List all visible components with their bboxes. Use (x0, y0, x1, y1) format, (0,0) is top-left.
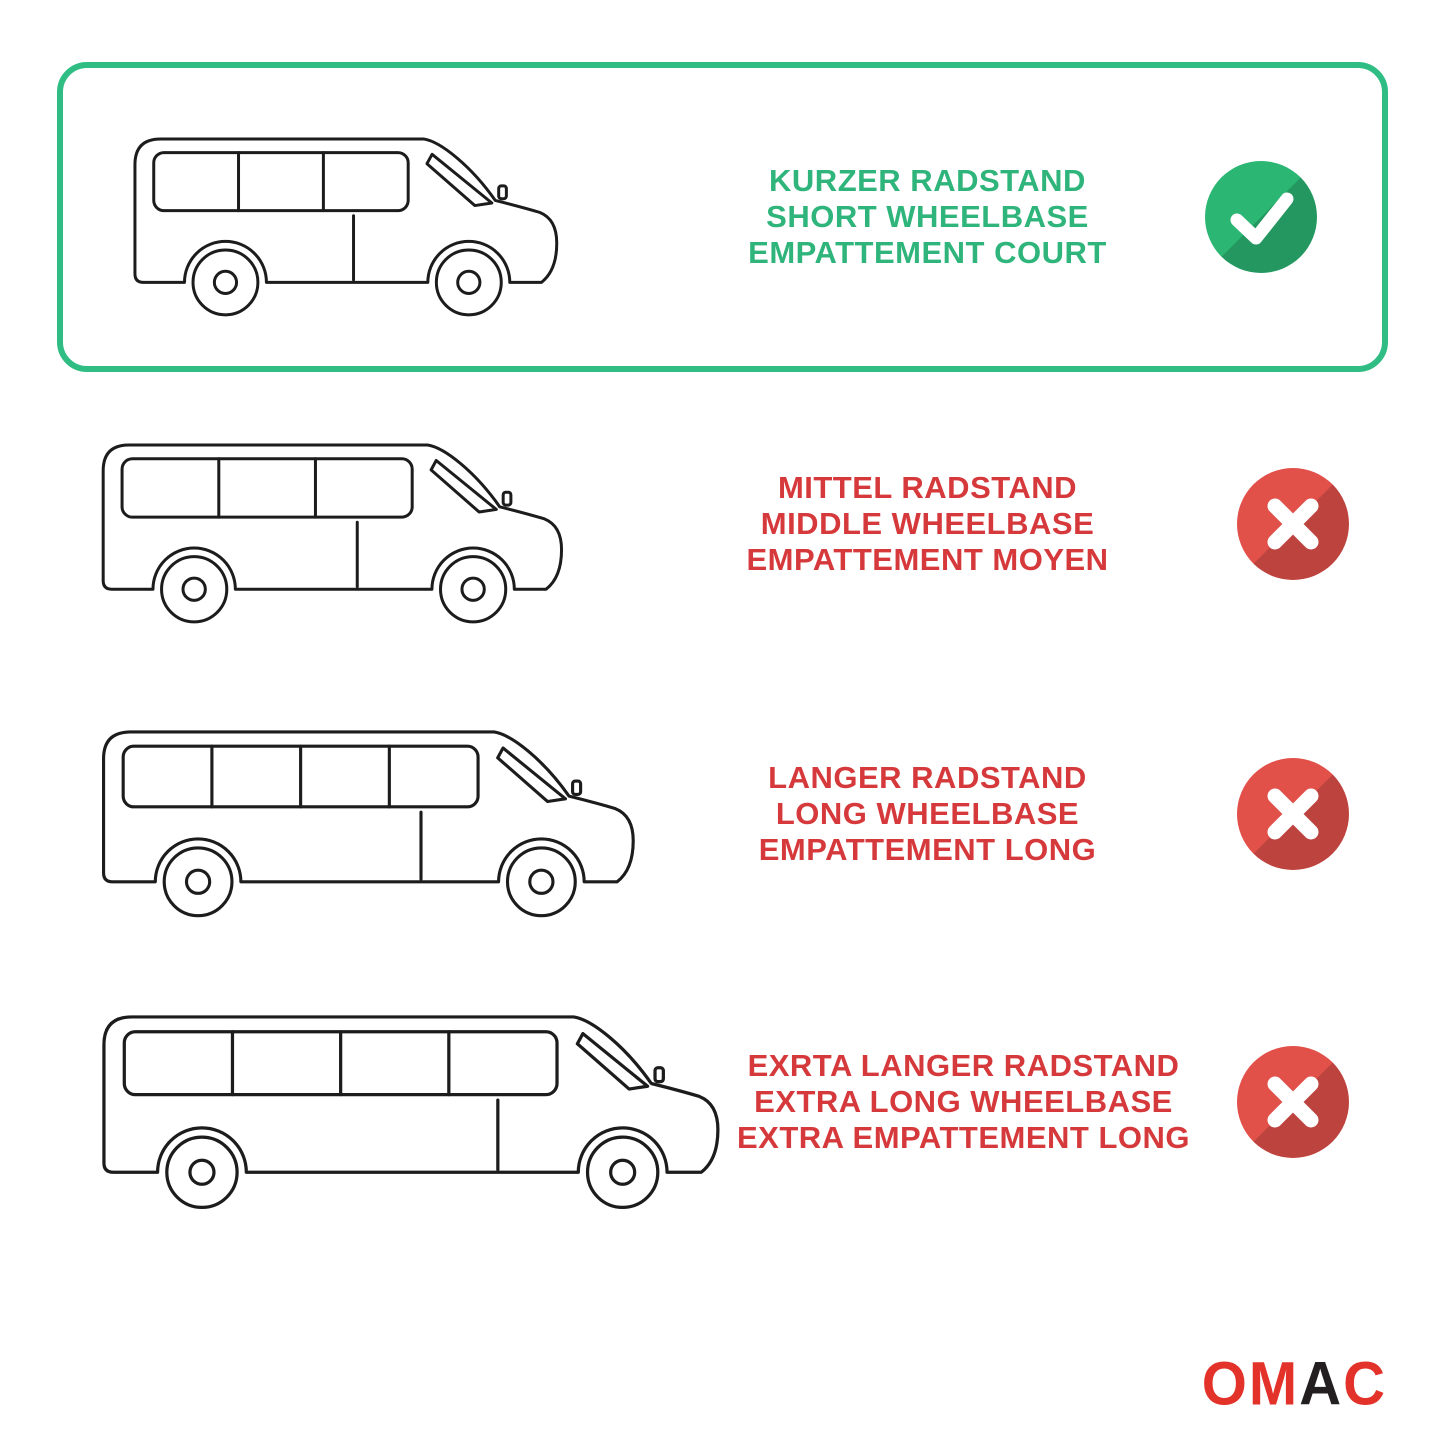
cross-badge (1237, 1046, 1349, 1158)
option-label-line-en: LONG WHEELBASE (775, 796, 1080, 832)
van-icon (57, 707, 657, 921)
logo-letter: A (1299, 1349, 1344, 1418)
cross-badge (1237, 468, 1349, 580)
option-label-line-fr: EMPATTEMENT MOYEN (746, 541, 1109, 577)
van-icon (57, 421, 657, 627)
wheelbase-option-row-middle-wheelbase: MITTEL RADSTAND MIDDLE WHEELBASE EMPATTE… (57, 408, 1388, 640)
status-badge-wrap (1198, 1046, 1388, 1158)
option-label-line-en: SHORT WHEELBASE (766, 199, 1089, 235)
option-label-line-en: EXTRA LONG WHEELBASE (754, 1084, 1173, 1120)
option-label: MITTEL RADSTAND MIDDLE WHEELBASE EMPATTE… (657, 470, 1198, 578)
option-label-line-de: KURZER RADSTAND (769, 163, 1086, 199)
option-label: EXRTA LANGER RADSTAND EXTRA LONG WHEELBA… (729, 1048, 1198, 1156)
check-badge (1205, 161, 1317, 273)
van-icon (89, 115, 689, 320)
option-label-line-de: LANGER RADSTAND (768, 760, 1087, 796)
option-label-line-fr: EMPATTEMENT COURT (748, 234, 1107, 270)
status-badge-wrap (1166, 161, 1356, 273)
option-label-line-fr: EMPATTEMENT LONG (758, 831, 1097, 867)
wheelbase-option-row-short-wheelbase: KURZER RADSTAND SHORT WHEELBASE EMPATTEM… (57, 62, 1388, 372)
wheelbase-option-row-extra-long-wheelbase: EXRTA LANGER RADSTAND EXTRA LONG WHEELBA… (57, 966, 1388, 1238)
option-label: LANGER RADSTAND LONG WHEELBASE EMPATTEME… (657, 760, 1198, 868)
wheelbase-option-row-long-wheelbase: LANGER RADSTAND LONG WHEELBASE EMPATTEME… (57, 688, 1388, 940)
option-label-line-en: MIDDLE WHEELBASE (760, 506, 1095, 542)
logo-letter: C (1343, 1349, 1387, 1418)
option-label: KURZER RADSTAND SHORT WHEELBASE EMPATTEM… (689, 163, 1166, 271)
brand-logo: OMAC (1202, 1349, 1387, 1419)
status-badge-wrap (1198, 758, 1388, 870)
option-label-line-de: MITTEL RADSTAND (777, 470, 1078, 506)
option-label-line-fr: EXTRA EMPATTEMENT LONG (736, 1119, 1191, 1155)
cross-badge (1237, 758, 1349, 870)
status-badge-wrap (1198, 468, 1388, 580)
van-icon (57, 991, 729, 1213)
option-label-line-de: EXRTA LANGER RADSTAND (747, 1048, 1180, 1084)
logo-letter: M (1248, 1349, 1300, 1418)
logo-letter: O (1201, 1349, 1249, 1418)
